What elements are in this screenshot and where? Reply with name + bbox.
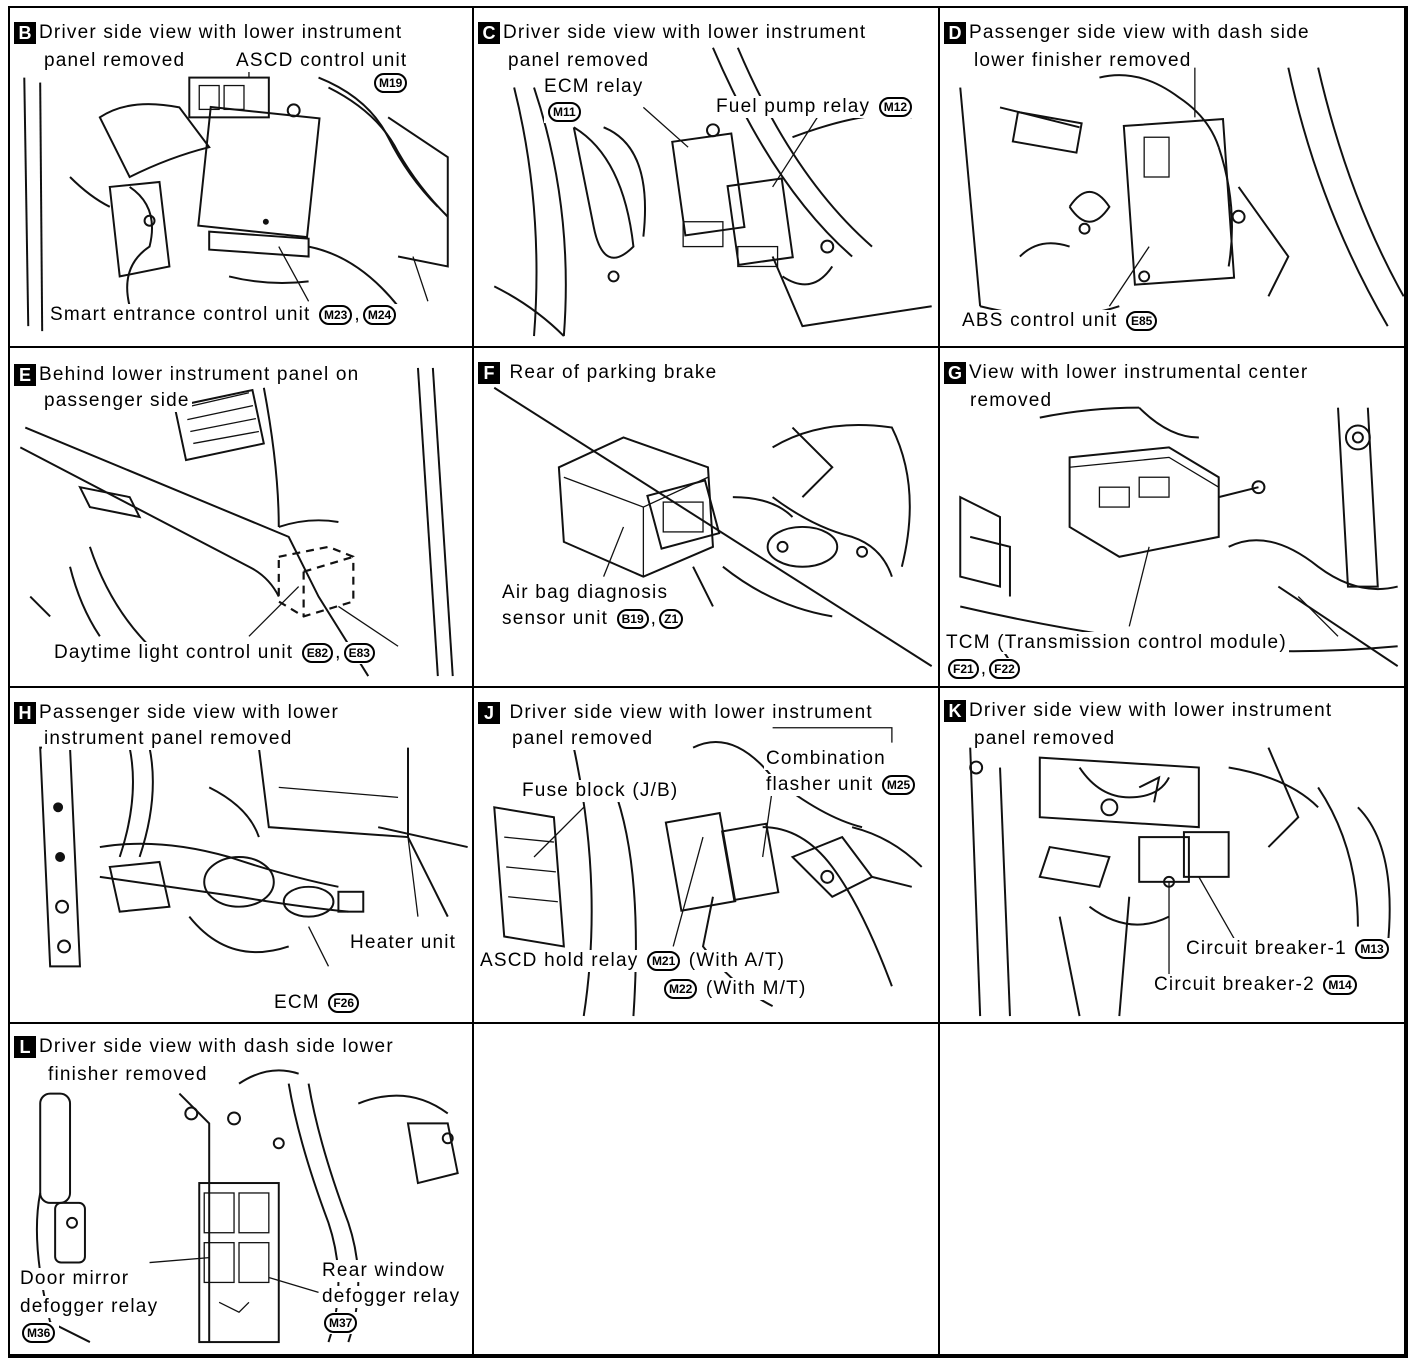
panel-k-title-line2: panel removed [972, 728, 1118, 750]
panel-j-combination-label-2: flasher unit [766, 774, 874, 795]
panel-b-smart-connector-1: M23 [319, 304, 353, 325]
panel-b-smart-connector-2: M24 [362, 304, 397, 325]
empty-cell-1 [474, 1024, 940, 1356]
panel-e-illustration [19, 367, 454, 677]
panel-f-airbag-connector-1: B19 [616, 608, 649, 629]
panel-e-daytime-connector-1: E82 [301, 642, 334, 663]
panel-d-title-line2: lower finisher removed [972, 50, 1194, 72]
panel-k-cb2-label: Circuit breaker-2 [1154, 974, 1315, 995]
panel-k-title-line1: Driver side view with lower instrument [969, 700, 1333, 721]
panel-g-title-line1: View with lower instrumental center [969, 362, 1309, 383]
panel-c-fuel-pump-label: Fuel pump relay [716, 96, 871, 117]
panel-l-rear-connector: M37 [324, 1312, 358, 1333]
panel-j-combination-label-1: Combination [764, 748, 888, 770]
panel-h-ecm-connector: F26 [328, 992, 359, 1013]
panel-g-tcm-connector-2: F22 [989, 658, 1020, 679]
panel-e-title-line2: passenger side [42, 390, 192, 412]
panel-h-title-line1: Passenger side view with lower [39, 702, 340, 723]
panel-g-tcm-connector-1: F21 [948, 658, 979, 679]
panel-d-badge: D [944, 22, 966, 44]
panel-b-title-line2: panel removed [42, 50, 188, 72]
panel-j-title-line1: Driver side view with lower instrument [509, 702, 873, 723]
panel-g-separator: , [980, 658, 988, 679]
panel-e-daytime-connector-2: E83 [343, 642, 375, 663]
panel-e-daytime-label: Daytime light control unit [54, 642, 294, 663]
panel-l-rear-label-1: Rear window [320, 1260, 448, 1282]
panel-j-ascd-hold-label: ASCD hold relay [480, 950, 639, 971]
panel-h-title-line2: instrument panel removed [42, 728, 295, 750]
panel-l-door-label-2: defogger relay [18, 1296, 161, 1318]
panel-l-door-label-1: Door mirror [18, 1268, 132, 1290]
panel-j-fuse-block-label: Fuse block (J/B) [520, 780, 681, 802]
panel-d-abs-label: ABS control unit [962, 310, 1118, 331]
panel-h-ecm-label: ECM [274, 992, 320, 1013]
panel-b-separator: , [354, 304, 361, 325]
panel-k-cb1-label: Circuit breaker-1 [1186, 938, 1347, 959]
panel-c-ecm-relay-connector: M11 [548, 101, 581, 122]
panel-j-at-connector: M21 [646, 950, 681, 971]
panel-c-title-line2: panel removed [506, 50, 652, 72]
panel-j-at-label: (With A/T) [688, 950, 786, 971]
panel-k-badge: K [944, 700, 966, 722]
panel-e-badge: E [14, 364, 36, 386]
panel-l-door-connector: M36 [22, 1322, 56, 1343]
panel-g-illustration [959, 406, 1399, 677]
panel-d-abs-connector: E85 [1125, 310, 1158, 331]
panel-f-separator: , [650, 608, 658, 629]
panel-l-badge: L [14, 1036, 36, 1058]
panel-f-airbag-label-2: sensor unit [502, 608, 609, 629]
panel-b-ascd-connector: M19 [374, 72, 408, 93]
panel-c-badge: C [478, 22, 500, 44]
panel-l-title-line2: finisher removed [46, 1064, 210, 1086]
panel-e-separator: , [335, 642, 342, 663]
panel-b-ascd-label: ASCD control unit [234, 50, 410, 72]
panel-j-title-line2: panel removed [510, 728, 656, 750]
panel-e-title-line1: Behind lower instrument panel on [39, 364, 360, 385]
panel-k-cb1-connector: M13 [1355, 938, 1389, 959]
panel-f-badge: F [478, 362, 500, 384]
panel-c-title-line1: Driver side view with lower instrument [503, 22, 867, 43]
panel-j: J Driver side view with lower instrument… [474, 688, 940, 1024]
panel-d-title-line1: Passenger side view with dash side [969, 22, 1310, 43]
panel-j-mt-label: (With M/T) [705, 978, 807, 999]
panel-l-title-line1: Driver side view with dash side lower [39, 1036, 394, 1057]
panel-l-rear-label-2: defogger relay [320, 1286, 463, 1308]
panel-f-title-line1: Rear of parking brake [509, 362, 718, 383]
panel-g-title-line2: removed [968, 390, 1055, 412]
panel-g-tcm-label: TCM (Transmission control module) [944, 632, 1289, 654]
panel-f-airbag-connector-2: Z1 [659, 608, 684, 629]
panel-k-illustration [969, 747, 1391, 1017]
panel-g-badge: G [944, 362, 966, 384]
panel-j-combination-connector: M25 [881, 774, 916, 795]
panel-b-badge: B [14, 22, 36, 44]
panel-j-badge: J [478, 702, 500, 724]
panel-k-cb2-connector: M14 [1323, 974, 1357, 995]
panel-c-fuel-pump-connector: M12 [878, 96, 913, 117]
panel-b-smart-label: Smart entrance control unit [50, 304, 311, 325]
panel-h-heater-label: Heater unit [348, 932, 459, 954]
panel-f: F Rear of parking brake Air bag diagnosi… [474, 348, 940, 688]
panel-f-airbag-label-1: Air bag diagnosis [500, 582, 671, 604]
panel-h-badge: H [14, 702, 36, 724]
panel-f-illustration [493, 386, 933, 667]
panel-c-ecm-relay-label: ECM relay [542, 76, 646, 98]
panel-j-mt-connector: M22 [664, 978, 698, 999]
panel-b-title-line1: Driver side view with lower instrument [39, 22, 403, 43]
empty-cell-2 [940, 1024, 1406, 1356]
